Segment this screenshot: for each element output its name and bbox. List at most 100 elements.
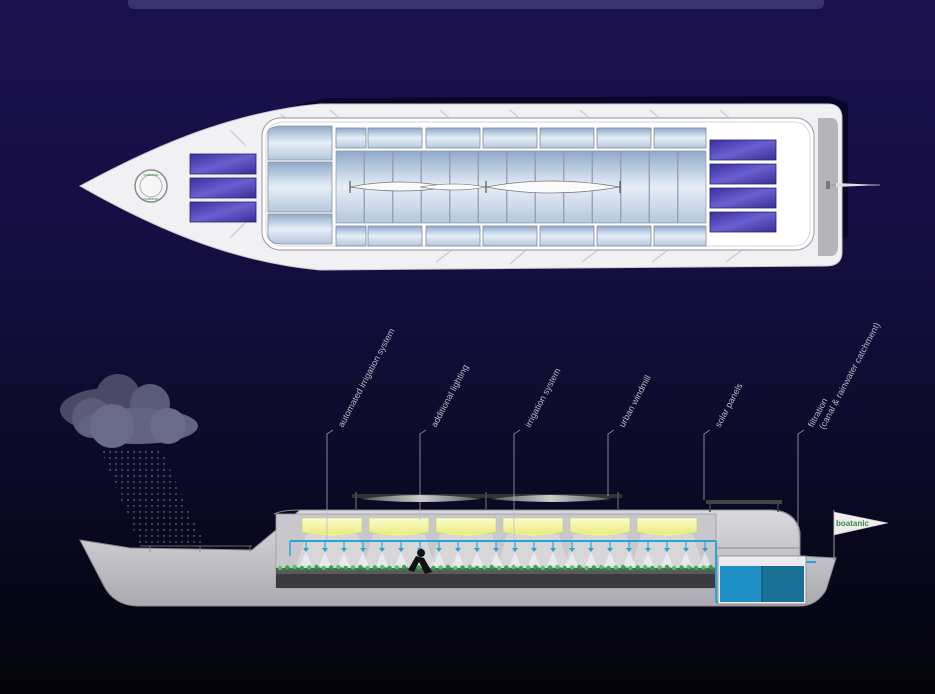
plant (544, 568, 548, 572)
roof-panel (335, 127, 367, 149)
sprinkler-head (702, 548, 708, 552)
spray (585, 552, 597, 566)
urban-windmill-top-icon (349, 180, 621, 194)
plant (361, 567, 365, 571)
plant (580, 567, 584, 571)
grow-light (636, 517, 698, 537)
sprinkler-head (455, 548, 461, 552)
plant (405, 567, 409, 571)
grow-light (435, 517, 497, 537)
plant (390, 568, 395, 572)
sprinkler-head (360, 548, 366, 552)
spray (357, 552, 369, 566)
plant (321, 565, 326, 571)
boatanic-logo-badge: boatanic boatanic (134, 169, 168, 203)
spray (509, 552, 521, 566)
plant (288, 567, 292, 571)
plant (369, 568, 373, 572)
plant (562, 565, 567, 571)
plant (401, 564, 407, 570)
top-banner (128, 0, 824, 9)
plant (339, 567, 343, 571)
plant (511, 564, 516, 570)
plant (540, 565, 545, 571)
roof-panel (482, 225, 538, 247)
roof-panel (620, 150, 650, 224)
plant (642, 564, 648, 570)
plant (336, 564, 341, 570)
sprinkler-head (531, 548, 537, 552)
plant (394, 565, 399, 570)
sprinkler-head (512, 548, 518, 552)
spray (395, 552, 407, 566)
plant (380, 564, 385, 570)
roof-panel (596, 225, 652, 247)
spray (490, 552, 502, 566)
spray (376, 552, 388, 566)
sprinkler-head (683, 548, 689, 552)
spray (528, 552, 540, 566)
plant (478, 568, 482, 572)
spray (699, 552, 711, 566)
plant (493, 567, 497, 571)
sprinkler-head (550, 548, 556, 552)
plant (449, 567, 453, 571)
callout-labels: automated irrigation system additional l… (336, 321, 882, 431)
plant (635, 565, 640, 570)
bow-railing (140, 545, 252, 552)
plant (573, 567, 577, 571)
plant (602, 567, 606, 571)
spray (566, 552, 578, 566)
sprinkler-head (379, 548, 385, 552)
plant (314, 564, 319, 570)
roof-panel (649, 150, 678, 224)
roof-panel (677, 150, 707, 224)
plant (299, 565, 305, 571)
plant (657, 565, 662, 570)
spray (547, 552, 559, 566)
callout-leaders (326, 429, 805, 560)
plant (675, 568, 679, 572)
plant (292, 564, 297, 570)
roof-panel (425, 127, 481, 149)
plant (325, 568, 329, 572)
plant (307, 565, 312, 570)
solar-panels-bow (189, 153, 257, 223)
callout-filtration-sub: (canal & rainwater catchment) (817, 321, 882, 431)
roof-panel (335, 225, 367, 247)
sprinkler-head (645, 548, 651, 552)
plant (588, 568, 592, 572)
sprinkler-head (436, 548, 442, 552)
sprinkler-head (398, 548, 404, 552)
spray (661, 552, 673, 566)
plant (445, 564, 451, 570)
plant (365, 565, 370, 571)
roof-panel (653, 225, 707, 247)
plant (526, 565, 531, 570)
plant (661, 567, 665, 571)
plant (697, 568, 701, 572)
roof-panel (539, 225, 595, 247)
plant (672, 565, 677, 571)
plant (704, 567, 709, 571)
plant (277, 565, 283, 571)
roof-panels-top-row (335, 127, 707, 149)
roof-panel (425, 225, 481, 247)
planter-bed (276, 574, 716, 588)
plant (296, 567, 300, 571)
plant (281, 568, 285, 572)
solar-panels-stern (709, 139, 777, 233)
sprinkler-head (626, 548, 632, 552)
sprinkler-head (303, 548, 309, 552)
roof-panel (596, 127, 652, 149)
grow-lights (296, 517, 703, 568)
spray (680, 552, 692, 566)
plant (310, 567, 314, 571)
plant (431, 565, 436, 571)
spray (642, 552, 654, 566)
plant (456, 568, 460, 572)
plant (566, 568, 570, 572)
plant (482, 565, 487, 570)
urban-windmill-side (352, 492, 622, 510)
plant (547, 565, 553, 570)
